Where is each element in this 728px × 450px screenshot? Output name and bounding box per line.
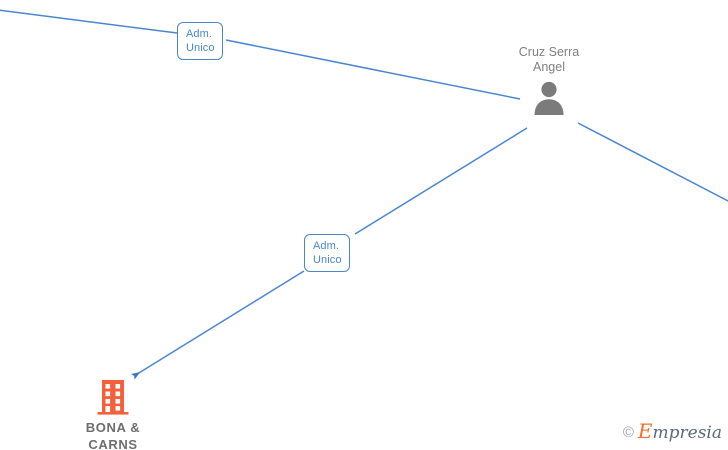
watermark-capital: E (637, 419, 653, 443)
node-company-name-line2: CARNS (88, 437, 138, 450)
edge-left-to-label-top (0, 9, 178, 34)
person-icon (534, 81, 564, 115)
relation-label-line2: Unico (186, 42, 215, 54)
edge-label-mid-to-company (130, 270, 305, 380)
relation-label-adm-unico-2[interactable]: Adm. Unico (304, 234, 350, 272)
watermark-rest: mpresia (652, 423, 723, 443)
node-person-label: Cruz Serra Angel (489, 45, 609, 75)
edge-label-top-to-person (225, 39, 521, 100)
node-person-name-line2: Angel (533, 60, 565, 74)
watermark-empresia: © Empresia (622, 421, 723, 443)
node-company-bona-carns[interactable]: BONA & CARNS (53, 378, 173, 450)
building-icon (97, 380, 129, 415)
relation-label-line1: Adm. (313, 240, 340, 252)
copyright-icon: © (622, 424, 634, 441)
edge-person-to-label-mid (354, 127, 528, 235)
node-person-cruz-serra-angel[interactable]: Cruz Serra Angel (489, 45, 609, 118)
node-company-label: BONA & CARNS (53, 419, 173, 450)
relation-label-line1: Adm. (186, 28, 213, 40)
node-company-name-line1: BONA & (85, 420, 141, 435)
relation-label-adm-unico-1[interactable]: Adm. Unico (177, 22, 223, 60)
node-person-name-line1: Cruz Serra (518, 45, 580, 59)
edge-person-to-right (577, 122, 728, 202)
relation-label-line2: Unico (313, 254, 342, 266)
watermark-text: Empresia (638, 421, 723, 443)
